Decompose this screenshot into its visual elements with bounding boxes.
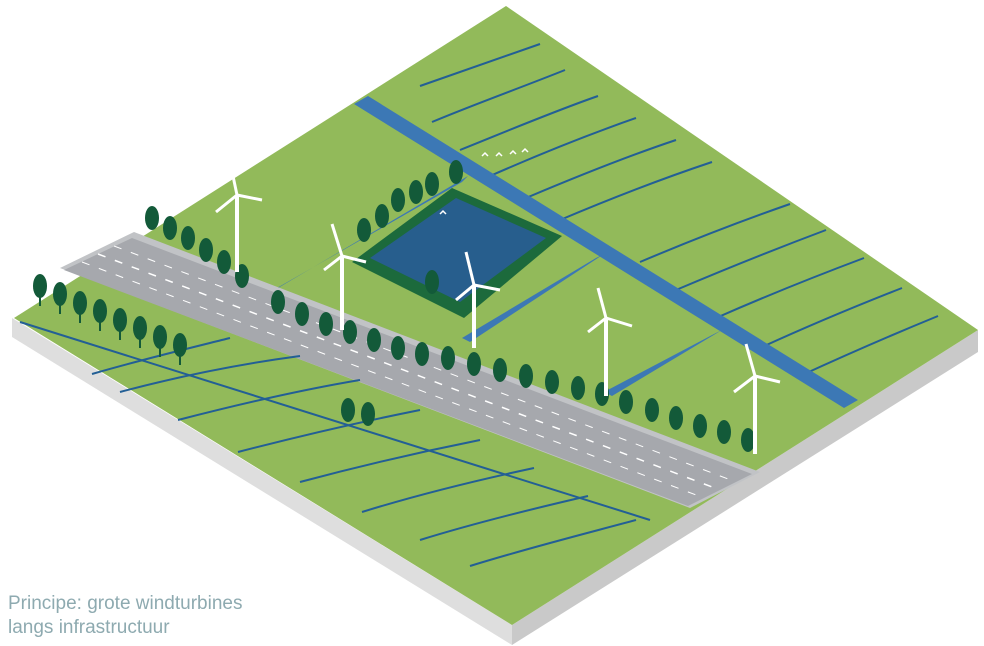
tree-icon <box>93 299 107 331</box>
tree-icon <box>133 316 147 348</box>
tree-icon <box>645 398 659 422</box>
tree-row-left <box>33 274 187 365</box>
base-left-side <box>12 318 512 645</box>
tree-icon <box>415 342 429 366</box>
caption-line-2: langs infrastructuur <box>8 617 170 638</box>
tree-icon <box>53 282 67 314</box>
tree-icon <box>391 336 405 360</box>
tree-icon <box>217 250 231 274</box>
tree-icon <box>145 206 159 230</box>
tree-icon <box>619 390 633 414</box>
tree-icon <box>493 358 507 382</box>
tree-icon <box>693 414 707 438</box>
tree-icon <box>545 370 559 394</box>
wind-turbine-icon <box>215 175 263 272</box>
lake <box>370 198 546 302</box>
tree-icon <box>361 402 375 426</box>
caption: Principe: grote windturbines langs infra… <box>8 592 242 640</box>
road-markings-2 <box>81 261 705 499</box>
tree-icon <box>163 216 177 240</box>
tree-icon <box>153 325 167 357</box>
tree-icon <box>425 270 439 294</box>
side-canal-2 <box>604 330 722 396</box>
tree-icon <box>441 346 455 370</box>
tree-icon <box>341 398 355 422</box>
wind-turbine-icon <box>323 223 367 330</box>
tree-icon <box>357 218 371 242</box>
tree-icon <box>425 172 439 196</box>
tree-icon <box>113 308 127 340</box>
bird-icon <box>439 147 529 215</box>
tree-icon <box>519 364 533 388</box>
tree-icon <box>391 188 405 212</box>
tree-icon <box>199 238 213 262</box>
tree-row-road <box>145 206 755 452</box>
tree-icon <box>467 352 481 376</box>
tree-icon <box>717 420 731 444</box>
tree-icon <box>669 406 683 430</box>
wind-turbine-icon <box>455 251 501 348</box>
side-canal <box>462 254 604 342</box>
tree-icon <box>409 180 423 204</box>
tree-icon <box>181 226 195 250</box>
wind-turbine-icon <box>587 287 633 396</box>
tree-icon <box>319 312 333 336</box>
tree-icon <box>343 320 357 344</box>
tree-icon <box>271 290 285 314</box>
wind-turbine-icon <box>733 343 781 454</box>
tree-icon <box>741 428 755 452</box>
tree-icon <box>449 160 463 184</box>
tree-icon <box>295 302 309 326</box>
road-markings <box>97 253 721 491</box>
polder-strips <box>419 43 939 377</box>
tree-row-lake <box>357 160 463 294</box>
base-right-side <box>512 330 978 645</box>
canal <box>354 96 858 408</box>
tree-icon <box>173 333 187 365</box>
tree-icon <box>367 328 381 352</box>
road-markings-3 <box>113 245 737 483</box>
tree-icon <box>571 376 585 400</box>
tree-icon <box>375 204 389 228</box>
caption-line-1: Principe: grote windturbines <box>8 593 243 614</box>
tree-icon <box>33 274 47 306</box>
southern-ditches <box>19 321 651 567</box>
tree-icon <box>73 291 87 323</box>
